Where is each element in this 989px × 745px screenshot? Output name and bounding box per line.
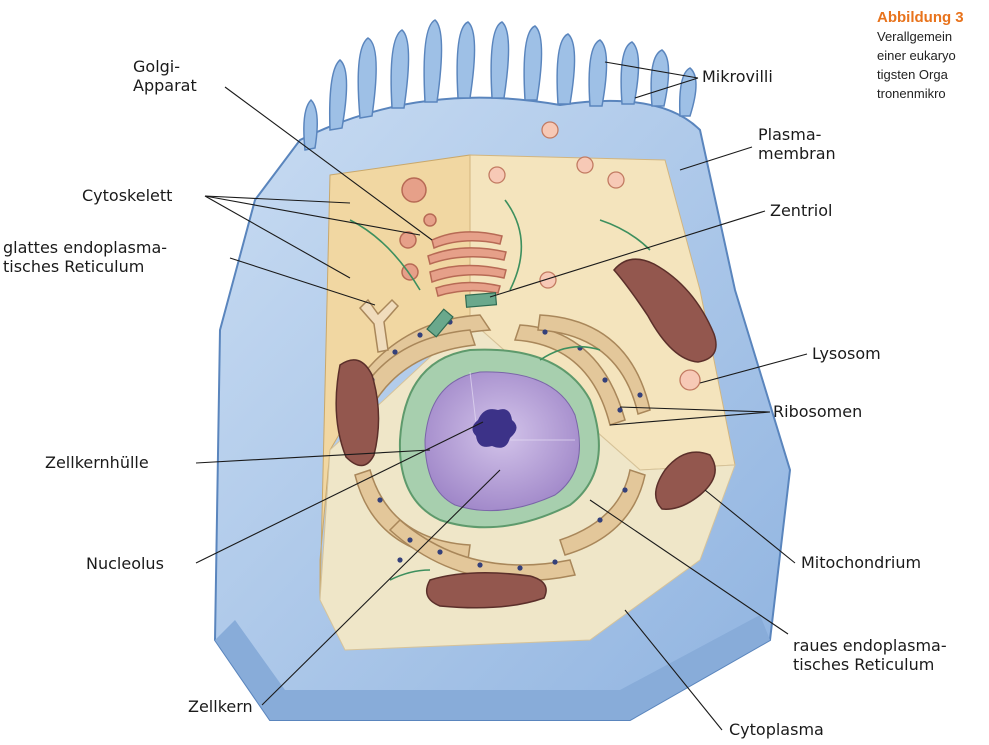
label-golgi-line2: Apparat: [133, 76, 197, 95]
caption-line: einer eukaryo: [877, 46, 989, 65]
label-mikrovilli: Mikrovilli: [702, 67, 773, 86]
label-nucleolus: Nucleolus: [86, 554, 164, 573]
label-glattes-er: glattes endoplasma- tisches Reticulum: [3, 238, 167, 276]
label-cytoplasma: Cytoplasma: [729, 720, 824, 739]
label-mitochondrium: Mitochondrium: [801, 553, 921, 572]
label-ribosomen: Ribosomen: [773, 402, 862, 421]
caption-title: Abbildung 3: [877, 8, 989, 27]
caption-line: tronenmikro: [877, 84, 989, 103]
label-raues-er-line2: tisches Reticulum: [793, 655, 947, 674]
label-cytoskelett: Cytoskelett: [82, 186, 172, 205]
label-zentriol: Zentriol: [770, 201, 832, 220]
label-zellkern: Zellkern: [188, 697, 253, 716]
label-golgi-apparat: Golgi- Apparat: [133, 57, 197, 95]
label-plasmamembran-line2: membran: [758, 144, 836, 163]
label-glattes-er-line2: tisches Reticulum: [3, 257, 167, 276]
caption-line: Verallgemein: [877, 27, 989, 46]
label-zellkernhuelle: Zellkernhülle: [45, 453, 149, 472]
caption-line: tigsten Orga: [877, 65, 989, 84]
label-plasmamembran: Plasma- membran: [758, 125, 836, 163]
label-plasmamembran-line1: Plasma-: [758, 125, 836, 144]
label-raues-er-line1: raues endoplasma-: [793, 636, 947, 655]
label-lysosom: Lysosom: [812, 344, 881, 363]
label-raues-er: raues endoplasma- tisches Reticulum: [793, 636, 947, 674]
label-golgi-line1: Golgi-: [133, 57, 197, 76]
label-glattes-er-line1: glattes endoplasma-: [3, 238, 167, 257]
figure-caption: Abbildung 3 Verallgemein einer eukaryo t…: [877, 8, 989, 103]
